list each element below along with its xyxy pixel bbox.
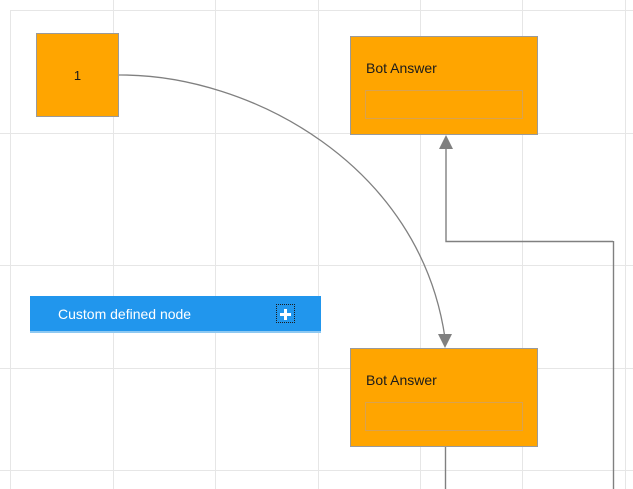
node-bot-answer-top[interactable]: Bot Answer xyxy=(350,36,538,135)
plus-icon[interactable] xyxy=(276,304,295,323)
edge-elbow-to-top[interactable] xyxy=(445,148,613,243)
node-start[interactable]: 1 xyxy=(36,33,119,117)
node-title: Bot Answer xyxy=(366,60,437,76)
node-bot-answer-bottom[interactable]: Bot Answer xyxy=(350,348,538,447)
node-title: Bot Answer xyxy=(366,372,437,388)
arrowhead-up-icon xyxy=(439,135,453,149)
node-answer-field[interactable] xyxy=(365,402,523,431)
arrowhead-down-icon xyxy=(438,334,452,348)
plus-icon-vertical-bar xyxy=(284,309,287,320)
node-start-label: 1 xyxy=(73,67,82,83)
edge-curved-start-to-bottom[interactable] xyxy=(118,74,446,339)
custom-defined-node-button[interactable]: Custom defined node xyxy=(30,296,321,331)
node-answer-field[interactable] xyxy=(365,90,523,119)
custom-defined-node-label: Custom defined node xyxy=(58,305,192,322)
